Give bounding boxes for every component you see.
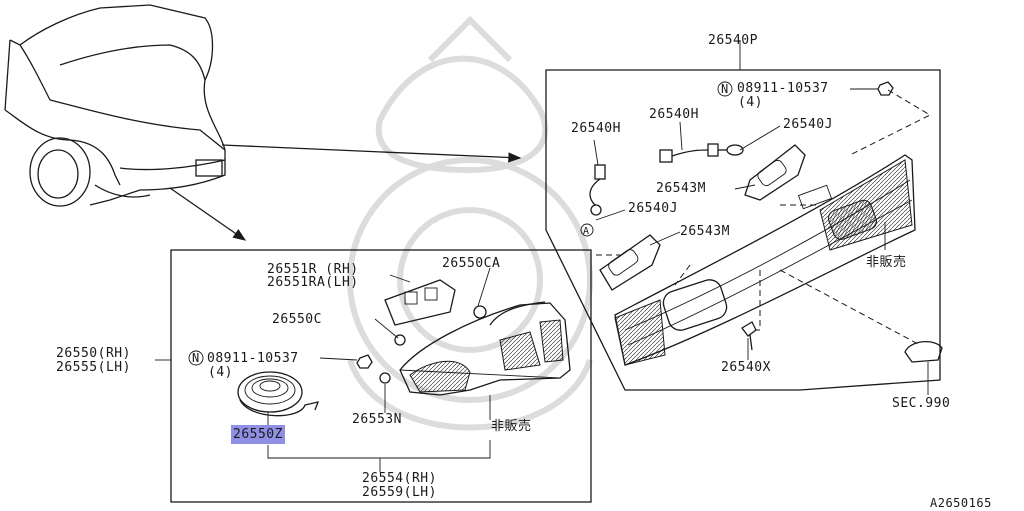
label-26551R[interactable]: 26551R (RH)	[267, 262, 359, 277]
gasket-26550Z	[237, 371, 320, 417]
n-symbol-left	[188, 350, 204, 366]
harness-26540H-left	[589, 164, 606, 216]
n-symbol-top-letter: N	[721, 82, 729, 96]
label-26540X[interactable]: 26540X	[721, 360, 771, 375]
label-26555-lh[interactable]: 26555(LH)	[56, 360, 131, 375]
label-08911-top[interactable]: 08911-10537	[737, 81, 829, 96]
label-26543M-b[interactable]: 26543M	[680, 224, 730, 239]
label-hihanbai-left: 非販売	[491, 419, 532, 434]
label-26550-rh[interactable]: 26550(RH)	[56, 346, 131, 361]
arrow-to-tail-lamp	[169, 187, 247, 241]
label-hihanbai-right: 非販売	[866, 255, 907, 270]
label-26550Z-highlighted[interactable]: 26550Z	[231, 425, 285, 444]
license-lamp-housing-lower	[599, 234, 661, 291]
label-26559-lh[interactable]: 26559(LH)	[362, 485, 437, 500]
a-symbol	[580, 223, 594, 237]
tail-lamp-box	[170, 249, 592, 503]
label-08911-top-qty: (4)	[738, 95, 763, 110]
label-26554-rh[interactable]: 26554(RH)	[362, 471, 437, 486]
label-26540J-a[interactable]: 26540J	[783, 117, 833, 132]
label-26550CA[interactable]: 26550CA	[442, 256, 501, 271]
a-symbol-letter: A	[583, 226, 590, 237]
clip-26540X	[741, 321, 757, 351]
label-sec990[interactable]: SEC.990	[892, 396, 951, 411]
label-26551RA[interactable]: 26551RA(LH)	[267, 275, 359, 290]
label-26540H-b[interactable]: 26540H	[649, 107, 699, 122]
socket-assembly	[384, 279, 487, 346]
label-08911-left-qty: (4)	[208, 365, 233, 380]
n-symbol-left-letter: N	[192, 351, 200, 365]
diagram-id: A2650165	[930, 496, 992, 510]
car-rear-illustration	[4, 4, 226, 207]
watermark-emblem	[347, 15, 593, 431]
arrow-to-garnish	[221, 144, 522, 163]
label-26553N[interactable]: 26553N	[352, 412, 402, 427]
label-26540J-b[interactable]: 26540J	[628, 201, 678, 216]
label-26540P[interactable]: 26540P	[708, 33, 758, 48]
garnish-box	[545, 69, 941, 391]
nut-top-right	[877, 81, 894, 96]
label-26540H-a[interactable]: 26540H	[571, 121, 621, 136]
harness-26540H-right	[659, 143, 744, 163]
label-26543M-a[interactable]: 26543M	[656, 181, 706, 196]
label-08911-left[interactable]: 08911-10537	[207, 351, 299, 366]
washer-26553N	[379, 372, 391, 384]
label-26550C[interactable]: 26550C	[272, 312, 322, 327]
license-lamp-housing-upper	[744, 144, 806, 201]
n-symbol-top	[717, 81, 733, 97]
grommet-sec990	[904, 341, 943, 363]
tail-lamp-assembly	[399, 301, 571, 396]
nut-left	[356, 354, 373, 369]
rear-garnish-panel	[614, 154, 916, 366]
